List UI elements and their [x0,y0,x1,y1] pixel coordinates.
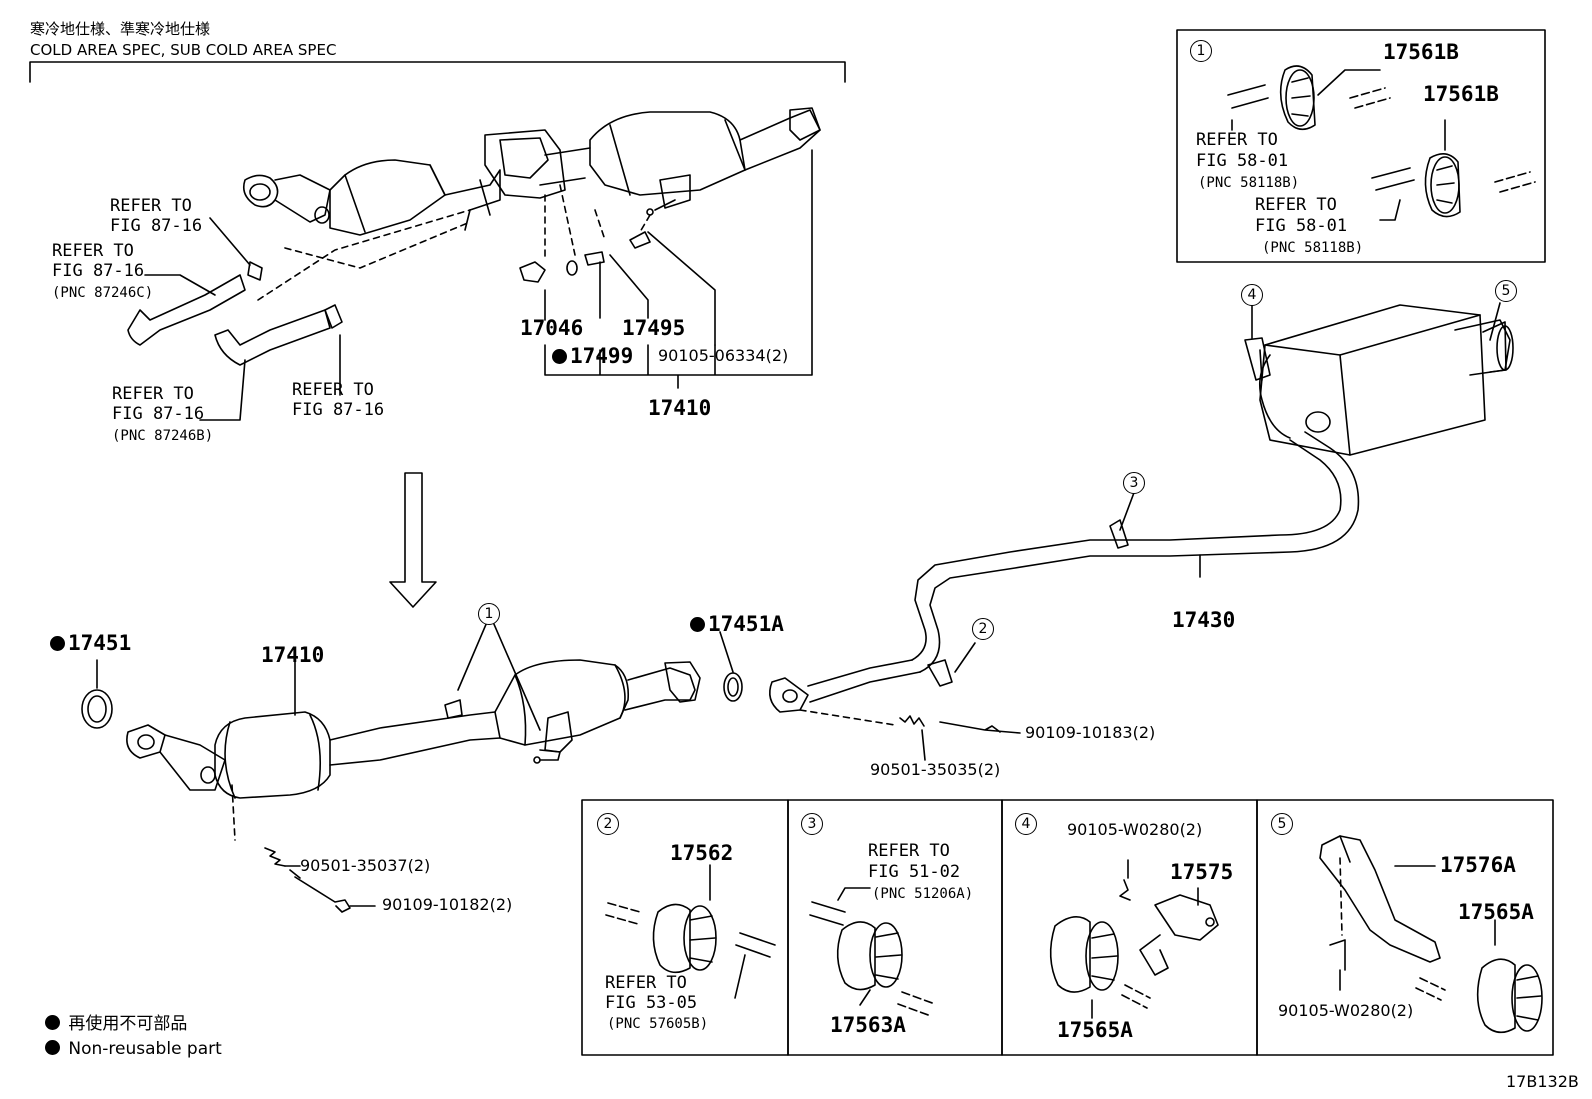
part-90105-W0280-box5[interactable]: 90105-W0280(2) [1278,1001,1414,1020]
box2-ref-line2[interactable]: FIG 53-05 [605,993,698,1013]
ref1-line1[interactable]: REFER TO [110,196,192,216]
ref3-pnc[interactable]: (PNC 87246B) [112,428,214,444]
box3-ref-line1[interactable]: REFER TO [868,841,950,861]
box1-ref1-line2[interactable]: FIG 58-01 [1196,151,1289,171]
figure-code: 17B132B [1506,1072,1579,1091]
part-90109-10182[interactable]: 90109-10182(2) [382,895,513,914]
part-17495[interactable]: 17495 [622,316,686,340]
box1-parts [1227,65,1536,221]
non-reusable-dot-icon [45,1040,60,1055]
box2-parts [605,864,776,999]
callout-3[interactable]: 3 [1123,472,1145,494]
box1-ref2-line1[interactable]: REFER TO [1255,195,1337,215]
box3-parts [809,887,936,1017]
part-90105-06334[interactable]: 90105-06334(2) [658,346,789,365]
box1-number: 1 [1190,40,1212,62]
part-90105-W0280-box4[interactable]: 90105-W0280(2) [1067,820,1203,839]
part-17410-top[interactable]: 17410 [648,396,712,420]
box2-ref-pnc[interactable]: (PNC 57605B) [607,1016,709,1032]
box4-number: 4 [1015,813,1037,835]
down-arrow [389,472,437,608]
non-reusable-dot-icon [690,617,705,632]
ref3-line2[interactable]: FIG 87-16 [112,404,205,424]
part-17046[interactable]: 17046 [520,316,584,340]
box3-ref-pnc[interactable]: (PNC 51206A) [872,886,974,902]
ref2-pnc[interactable]: (PNC 87246C) [52,285,154,301]
box3-ref-line2[interactable]: FIG 51-02 [868,862,961,882]
tailpipe-17430 [769,304,1514,713]
ref3-line1[interactable]: REFER TO [112,384,194,404]
header-en: COLD AREA SPEC, SUB COLD AREA SPEC [30,41,337,59]
box2-ref-line1[interactable]: REFER TO [605,973,687,993]
box4-parts [1049,859,1219,1019]
part-17451A[interactable]: 17451A [690,614,784,635]
detail-box-5 [1256,799,1554,1056]
ref2-line2[interactable]: FIG 87-16 [52,261,145,281]
part-17563A[interactable]: 17563A [830,1013,906,1037]
box1-ref2-pnc[interactable]: (PNC 58118B) [1262,240,1364,256]
part-17410[interactable]: 17410 [261,643,325,667]
part-17430[interactable]: 17430 [1172,608,1236,632]
header-bracket [29,61,846,83]
part-17561B-b[interactable]: 17561B [1423,82,1499,106]
ref1-line2[interactable]: FIG 87-16 [110,216,203,236]
box3-number: 3 [801,813,823,835]
box1-ref1-line1[interactable]: REFER TO [1196,130,1278,150]
callout-2[interactable]: 2 [972,618,994,640]
non-reusable-dot-icon [552,349,567,364]
part-17565A-box4[interactable]: 17565A [1057,1018,1133,1042]
non-reusable-dot-icon [50,636,65,651]
part-17576A[interactable]: 17576A [1440,853,1516,877]
part-17499[interactable]: 17499 [552,346,633,367]
header-jp: 寒冷地仕様、準寒冷地仕様 [30,20,211,38]
part-17565A-box5[interactable]: 17565A [1458,900,1534,924]
part-17562[interactable]: 17562 [670,841,734,865]
box5-number: 5 [1271,813,1293,835]
box1-ref2-line2[interactable]: FIG 58-01 [1255,216,1348,236]
legend-en: Non-reusable part [45,1040,222,1058]
box2-number: 2 [597,813,619,835]
callout-4[interactable]: 4 [1241,284,1263,306]
box1-ref1-pnc[interactable]: (PNC 58118B) [1198,175,1300,191]
detail-box-1 [1176,29,1546,263]
box5-parts [1319,835,1543,1034]
ref2-line1[interactable]: REFER TO [52,241,134,261]
part-17451[interactable]: 17451 [50,633,131,654]
part-90109-10183[interactable]: 90109-10183(2) [1025,723,1156,742]
legend-jp: 再使用不可部品 [45,1015,187,1033]
callout-5[interactable]: 5 [1495,280,1517,302]
top-exhaust-manifold-assembly [127,107,821,366]
non-reusable-dot-icon [45,1015,60,1030]
ref4-line1[interactable]: REFER TO [292,380,374,400]
part-17561B-a[interactable]: 17561B [1383,40,1459,64]
main-exhaust-assembly [81,631,743,913]
part-90501-35035[interactable]: 90501-35035(2) [870,760,1001,779]
top-bracket-17410 [544,149,813,389]
part-90501-35037[interactable]: 90501-35037(2) [300,856,431,875]
ref4-line2[interactable]: FIG 87-16 [292,400,385,420]
callout-1[interactable]: 1 [478,603,500,625]
part-17575[interactable]: 17575 [1170,860,1234,884]
